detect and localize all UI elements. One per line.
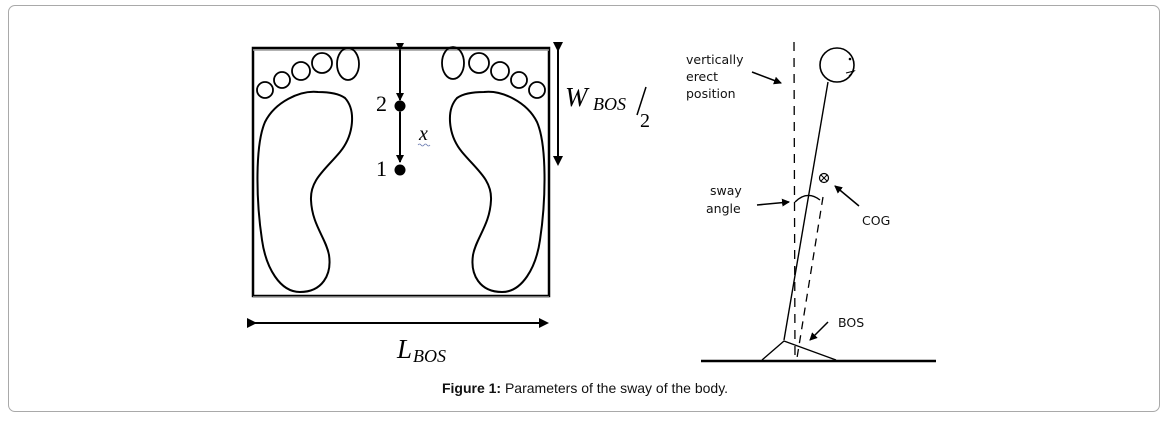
body-sway-diagram: vertically erect position sway angle COG…: [686, 41, 936, 363]
vertical-label-arrow: [751, 71, 782, 85]
body-line: [783, 81, 829, 341]
svg-text:BOS: BOS: [413, 346, 446, 366]
head: [819, 47, 855, 83]
sway-angle-arc: [794, 194, 821, 203]
figure-frame: [8, 5, 1160, 412]
cog-label: COG: [862, 213, 890, 228]
bos-label-arrow: [809, 321, 829, 341]
base-of-support-diagram: 2 1 x W BOS 2 L BOS: [247, 42, 650, 366]
cog-marker: [818, 172, 830, 184]
right-foot-toes: [441, 46, 546, 99]
bos-label: BOS: [838, 315, 864, 330]
point-1-label: 1: [376, 156, 387, 181]
svg-text:BOS: BOS: [593, 94, 626, 114]
point-2: [394, 100, 406, 112]
figure-caption: Figure 1: Parameters of the sway of the …: [0, 380, 1170, 396]
sway-label-arrow: [756, 198, 790, 207]
vertical-label-line2: erect: [686, 69, 718, 84]
svg-text:2: 2: [640, 110, 650, 132]
svg-text:W: W: [565, 82, 590, 112]
length-label: L BOS: [396, 334, 446, 366]
width-half-label: W BOS 2: [565, 82, 650, 132]
sway-label-line1: sway: [710, 183, 742, 198]
point-2-label: 2: [376, 91, 387, 116]
base-of-support-triangle: [761, 340, 837, 361]
vertical-erect-line: [793, 41, 796, 361]
right-footprint: [449, 90, 546, 294]
figure-caption-label: Figure 1:: [441, 380, 502, 396]
figure-caption-text: Parameters of the sway of the body.: [501, 380, 729, 396]
vertical-label-line1: vertically: [686, 52, 744, 67]
x-distance-label: x: [418, 123, 428, 145]
sway-label-line2: angle: [706, 201, 741, 216]
cog-projection-line: [796, 196, 824, 359]
vertical-label-line3: position: [686, 86, 736, 101]
cog-label-arrow: [834, 185, 860, 207]
point-1: [394, 164, 406, 176]
left-foot-toes: [256, 47, 360, 99]
svg-text:L: L: [396, 334, 412, 364]
left-footprint: [256, 90, 353, 294]
